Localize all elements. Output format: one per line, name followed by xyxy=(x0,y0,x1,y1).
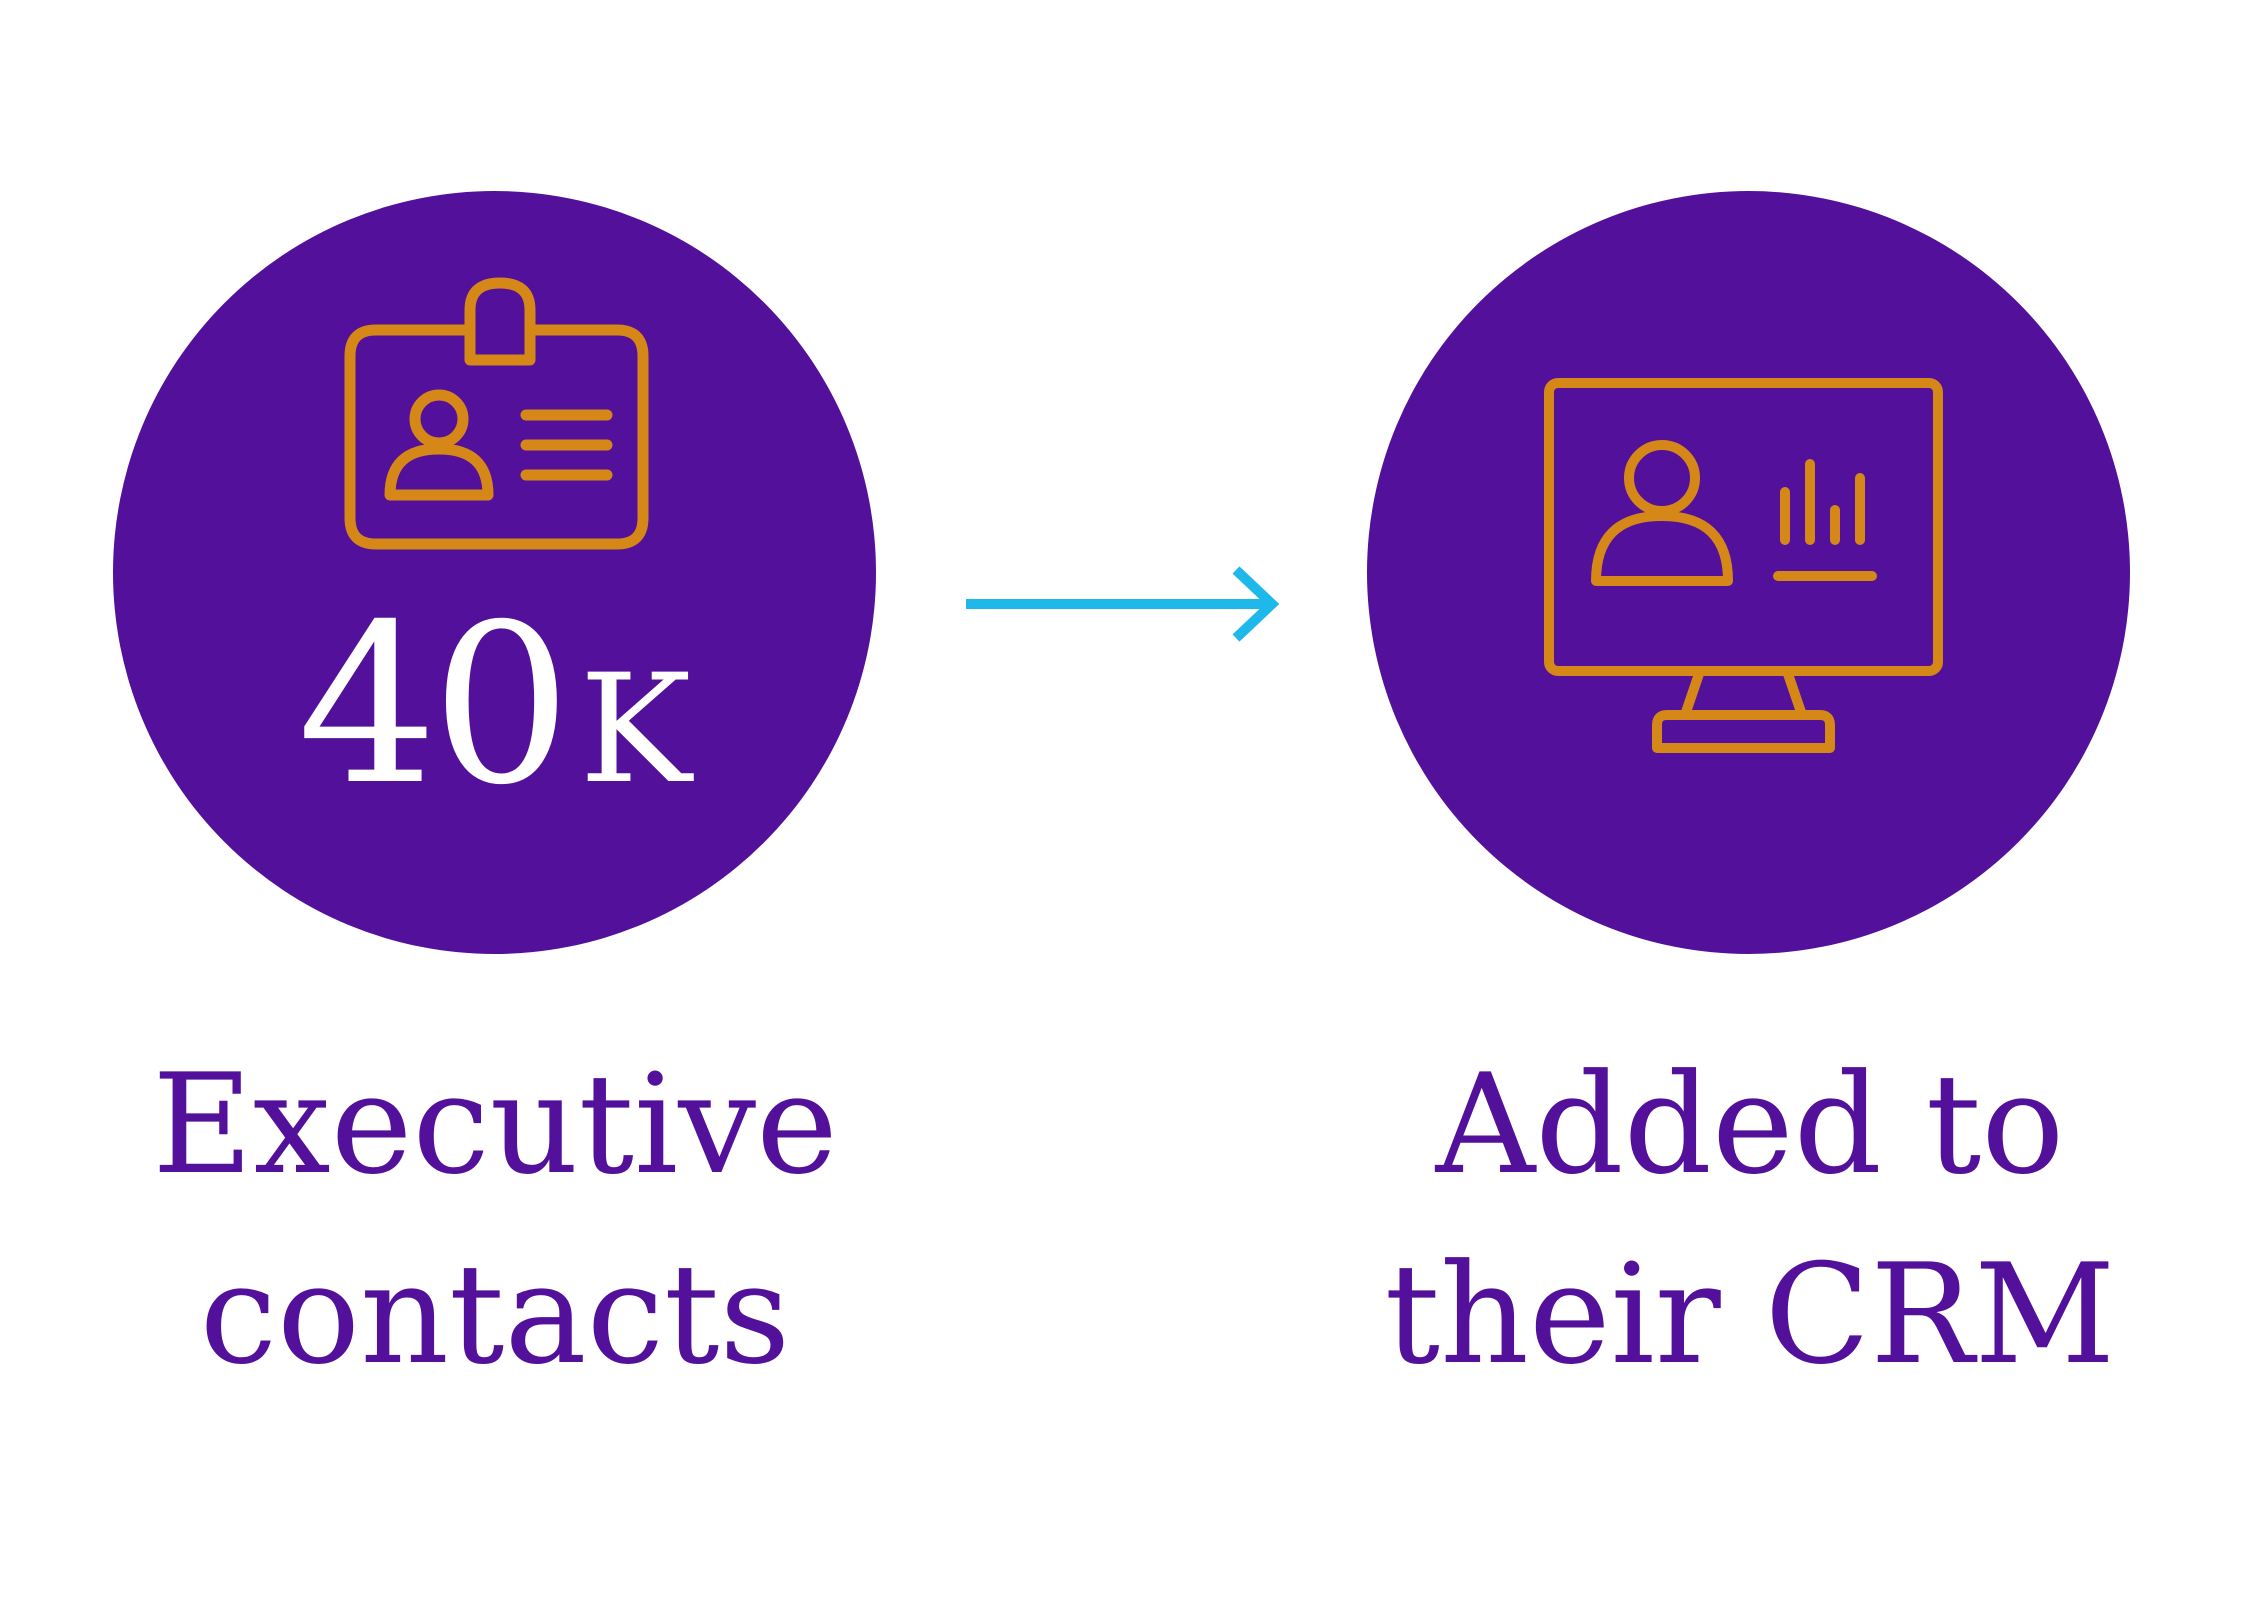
left-label-line2: contacts xyxy=(199,1234,791,1395)
stat-number: 40 xyxy=(297,577,571,833)
right-label-line2: their CRM xyxy=(1384,1234,2116,1395)
left-circle xyxy=(113,191,876,954)
right-label: Added to their CRM xyxy=(1320,1030,2180,1410)
left-label-line1: Executive xyxy=(152,1044,838,1205)
stat-suffix: K xyxy=(579,643,692,817)
right-label-line1: Added to xyxy=(1435,1044,2065,1205)
id-badge-icon xyxy=(344,277,649,550)
stat-value: 40K xyxy=(113,585,876,850)
right-circle xyxy=(1367,191,2130,954)
arrow-right-icon xyxy=(966,566,1280,642)
monitor-user-chart-icon xyxy=(1544,378,1943,753)
left-label: Executive contacts xyxy=(60,1030,930,1410)
